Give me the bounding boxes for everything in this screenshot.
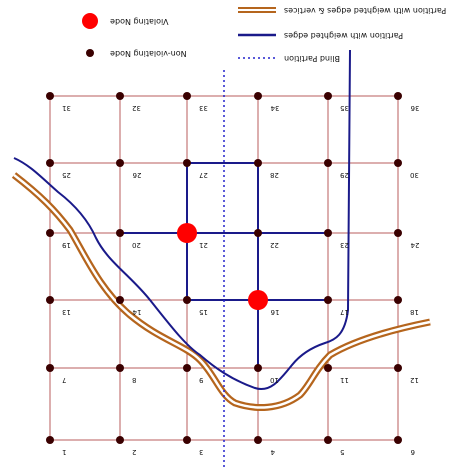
node-6 bbox=[394, 436, 402, 444]
node-label-1: 1 bbox=[62, 448, 66, 456]
node-31 bbox=[46, 92, 54, 100]
node-label-19: 19 bbox=[62, 241, 71, 249]
node-label-7: 7 bbox=[62, 376, 66, 384]
node-24 bbox=[394, 229, 402, 237]
node-12 bbox=[394, 364, 402, 372]
node-label-3: 3 bbox=[199, 448, 203, 456]
node-label-13: 13 bbox=[62, 308, 71, 316]
node-label-27: 27 bbox=[199, 171, 208, 179]
node-10 bbox=[254, 364, 262, 372]
node-26 bbox=[116, 159, 124, 167]
node-label-12: 12 bbox=[410, 376, 419, 384]
node-label-22: 22 bbox=[270, 241, 279, 249]
node-label-33: 33 bbox=[199, 104, 208, 112]
violating-node-16 bbox=[248, 290, 268, 310]
node-18 bbox=[394, 296, 402, 304]
node-4 bbox=[254, 436, 262, 444]
node-14 bbox=[116, 296, 124, 304]
node-label-20: 20 bbox=[132, 241, 141, 249]
node-label-10: 10 bbox=[270, 376, 279, 384]
node-17 bbox=[324, 296, 332, 304]
node-27 bbox=[183, 159, 191, 167]
node-label-5: 5 bbox=[340, 448, 344, 456]
node-8 bbox=[116, 364, 124, 372]
node-label-16: 16 bbox=[270, 308, 279, 316]
node-7 bbox=[46, 364, 54, 372]
blue-partition-rect bbox=[120, 162, 330, 365]
legend: Violating Node Non-violating Node Partit… bbox=[82, 6, 446, 63]
legend-weighted-edges-text: Partition with weighted edges bbox=[284, 31, 403, 40]
node-9 bbox=[183, 364, 191, 372]
node-label-4: 4 bbox=[270, 448, 275, 456]
node-label-6: 6 bbox=[410, 448, 415, 456]
node-label-32: 32 bbox=[132, 104, 141, 112]
node-label-18: 18 bbox=[410, 308, 419, 316]
node-label-24: 24 bbox=[410, 241, 419, 249]
node-28 bbox=[254, 159, 262, 167]
weighted-edges-vertices-partition bbox=[11, 172, 431, 411]
legend-violating-node-marker bbox=[82, 13, 98, 29]
node-35 bbox=[324, 92, 332, 100]
node-label-9: 9 bbox=[199, 376, 203, 384]
node-label-23: 23 bbox=[340, 241, 349, 249]
violating-node-21 bbox=[177, 223, 197, 243]
node-label-2: 2 bbox=[132, 448, 136, 456]
node-19 bbox=[46, 229, 54, 237]
legend-non-violating-node-text: Non-violating Node bbox=[110, 49, 187, 58]
node-label-28: 28 bbox=[270, 171, 279, 179]
node-5 bbox=[324, 436, 332, 444]
node-32 bbox=[116, 92, 124, 100]
node-3 bbox=[183, 436, 191, 444]
node-25 bbox=[46, 159, 54, 167]
node-label-30: 30 bbox=[410, 171, 419, 179]
node-label-34: 34 bbox=[270, 104, 279, 112]
legend-weighted-edges-vertices-text: Partition with weighted edges & vertices bbox=[284, 6, 446, 15]
node-23 bbox=[324, 229, 332, 237]
node-label-35: 35 bbox=[340, 104, 349, 112]
node-20 bbox=[116, 229, 124, 237]
node-22 bbox=[254, 229, 262, 237]
node-33 bbox=[183, 92, 191, 100]
orange-partition-inner bbox=[13, 174, 431, 409]
node-2 bbox=[116, 436, 124, 444]
node-15 bbox=[183, 296, 191, 304]
node-13 bbox=[46, 296, 54, 304]
legend-blind-partition-text: Blind Partition bbox=[284, 54, 340, 63]
node-30 bbox=[394, 159, 402, 167]
node-label-15: 15 bbox=[199, 308, 208, 316]
node-1 bbox=[46, 436, 54, 444]
blue-partition-left bbox=[13, 49, 351, 391]
node-label-36: 36 bbox=[410, 104, 419, 112]
node-11 bbox=[324, 364, 332, 372]
node-29 bbox=[324, 159, 332, 167]
node-label-26: 26 bbox=[132, 171, 141, 179]
node-label-17: 17 bbox=[340, 308, 349, 316]
node-label-8: 8 bbox=[132, 376, 136, 384]
node-label-25: 25 bbox=[62, 171, 71, 179]
legend-non-violating-node-marker bbox=[86, 49, 94, 57]
node-label-14: 14 bbox=[132, 308, 141, 316]
node-label-29: 29 bbox=[340, 171, 349, 179]
node-label-31: 31 bbox=[62, 104, 71, 112]
node-label-11: 11 bbox=[340, 376, 349, 384]
node-label-21: 21 bbox=[199, 241, 208, 249]
node-36 bbox=[394, 92, 402, 100]
node-34 bbox=[254, 92, 262, 100]
legend-violating-node-text: Violating Node bbox=[110, 17, 169, 26]
